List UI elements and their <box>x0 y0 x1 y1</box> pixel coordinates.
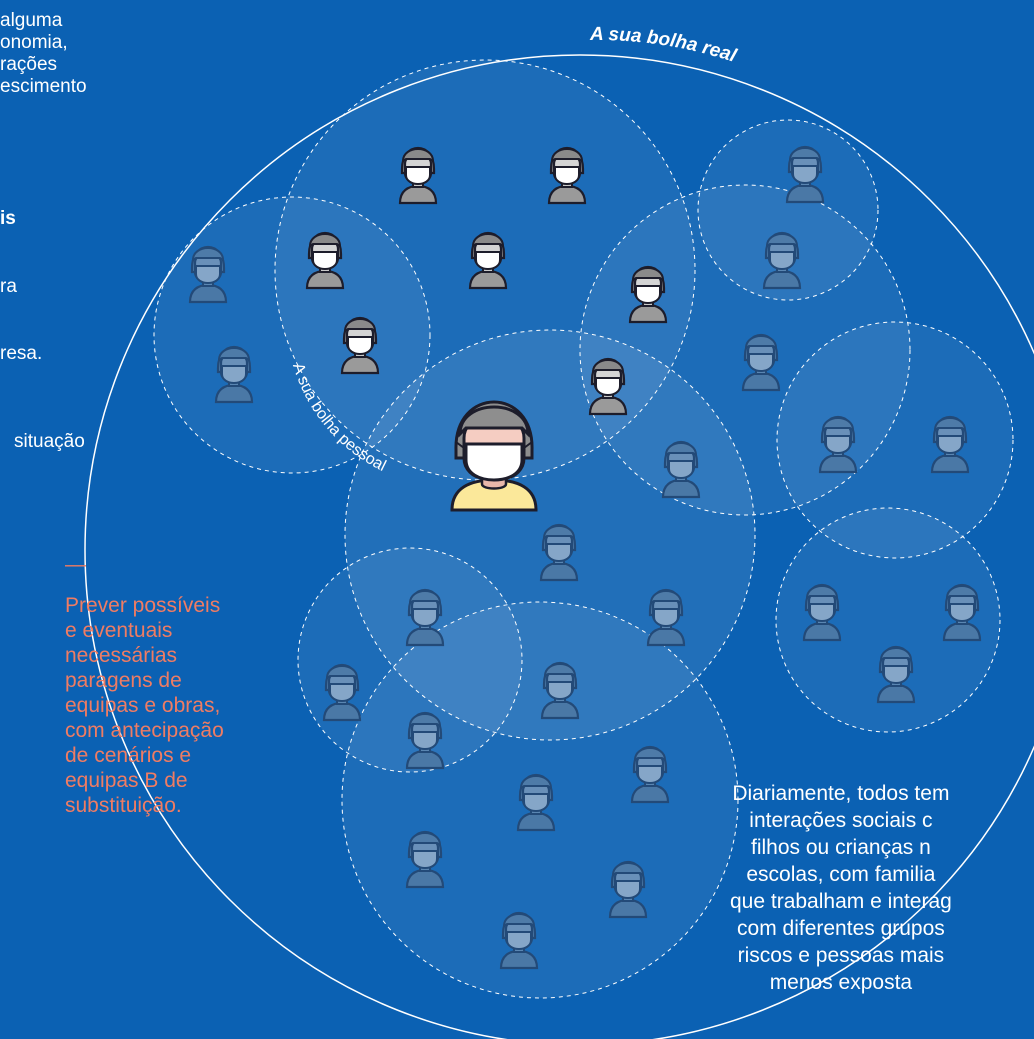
masked-person-icon <box>802 583 842 642</box>
masked-person-icon <box>188 245 228 304</box>
masked-person-icon <box>785 145 825 204</box>
real-bubble-label: A sua bolha real <box>589 24 739 67</box>
masked-person-icon <box>468 231 508 290</box>
group-bubble-farright <box>776 321 1014 559</box>
masked-person-icon <box>305 231 345 290</box>
masked-person-icon <box>499 911 539 970</box>
masked-person-icon <box>547 146 587 205</box>
masked-person-icon <box>405 711 445 770</box>
right-paragraph: Diariamente, todos tem interações sociai… <box>730 782 952 994</box>
masked-person-icon <box>516 773 556 832</box>
masked-person-icon <box>405 588 445 647</box>
masked-person-icon <box>630 745 670 804</box>
callout-text: Prever possíveis e eventuais necessárias… <box>65 594 224 817</box>
left-fragment-presa: resa. <box>0 343 43 364</box>
masked-person-icon <box>539 523 579 582</box>
masked-person-icon <box>942 583 982 642</box>
callout-dash: — <box>65 553 86 576</box>
masked-person-icon <box>214 345 254 404</box>
masked-person-icon <box>628 265 668 324</box>
left-paragraph: alguma onomia, rações escimento <box>0 10 87 97</box>
masked-person-icon <box>762 231 802 290</box>
left-fragment-situacao: situação <box>14 431 85 452</box>
masked-person-icon <box>646 588 686 647</box>
masked-person-icon <box>322 663 362 722</box>
masked-person-main-icon <box>450 400 538 512</box>
masked-person-icon <box>661 440 701 499</box>
group-bubble-lowerright <box>775 507 1001 733</box>
real-bubble-outline <box>84 54 1034 1039</box>
masked-person-icon <box>540 661 580 720</box>
masked-person-icon <box>930 415 970 474</box>
masked-person-icon <box>588 357 628 416</box>
group-bubble-topright <box>697 119 879 301</box>
masked-person-icon <box>741 333 781 392</box>
left-bold-fragment: is <box>0 208 16 229</box>
left-fragment-ra: ra <box>0 276 17 297</box>
masked-person-icon <box>608 860 648 919</box>
masked-person-icon <box>405 830 445 889</box>
masked-person-icon <box>876 645 916 704</box>
masked-person-icon <box>398 146 438 205</box>
masked-person-icon <box>818 415 858 474</box>
masked-person-icon <box>340 316 380 375</box>
